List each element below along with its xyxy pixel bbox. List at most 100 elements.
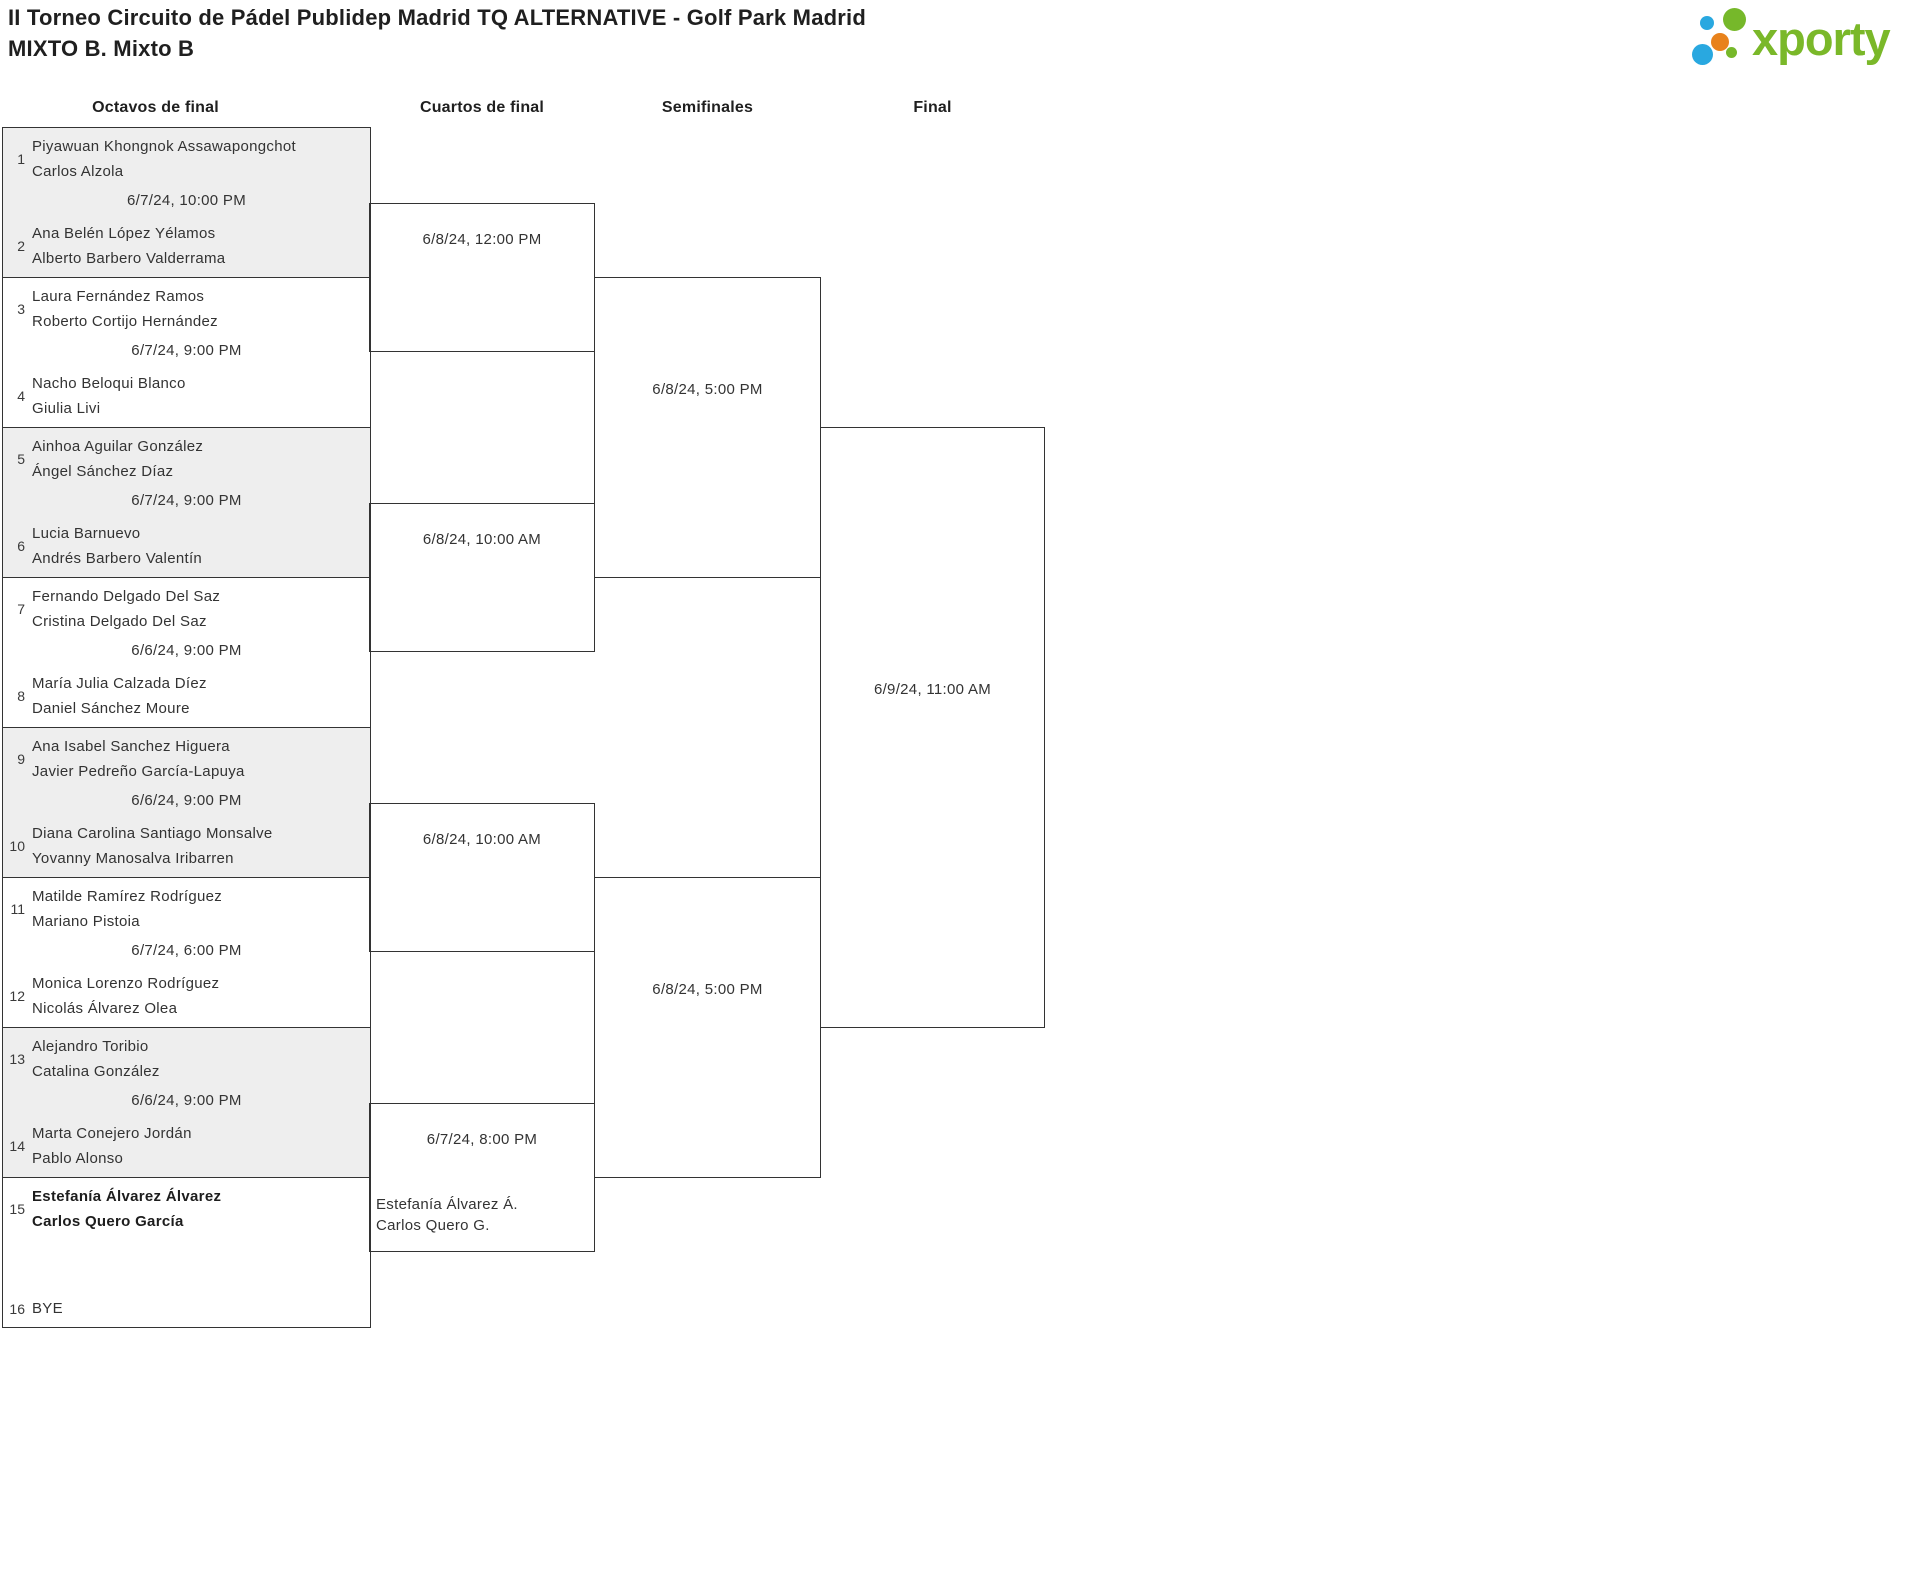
match-qf-2: 6/8/24, 10:00 AM [369, 503, 595, 652]
player-2: Andrés Barbero Valentín [32, 550, 203, 567]
match-datetime: 6/7/24, 6:00 PM [131, 942, 242, 959]
team-entry[interactable]: 16 BYE [3, 1296, 370, 1321]
bye-label: BYE [32, 1300, 63, 1317]
player-1: Estefanía Álvarez Álvarez [32, 1188, 222, 1205]
player-1: Ainhoa Aguilar González [32, 438, 204, 455]
player-2: Nicolás Álvarez Olea [32, 1000, 178, 1017]
player-2: Daniel Sánchez Moure [32, 700, 190, 717]
player-2: Alberto Barbero Valderrama [32, 250, 226, 267]
match-datetime: 6/7/24, 8:00 PM [426, 1131, 538, 1148]
seed-number: 3 [17, 301, 25, 317]
seed-number: 1 [17, 151, 25, 167]
match-datetime: 6/8/24, 12:00 PM [422, 231, 542, 248]
player-1: Ana Belén López Yélamos [32, 225, 216, 242]
match-datetime: 6/7/24, 9:00 PM [131, 492, 242, 509]
seed-number: 16 [9, 1300, 25, 1317]
team-entry[interactable]: Estefanía Álvarez Á. Carlos Quero G. [376, 1194, 518, 1236]
logo-dot-green-small-icon [1726, 47, 1737, 58]
round-header-cuartos: Cuartos de final [419, 99, 545, 116]
player-2: Roberto Cortijo Hernández [32, 313, 218, 330]
player-2: Pablo Alonso [32, 1150, 124, 1167]
match-datetime: 6/7/24, 10:00 PM [126, 192, 247, 209]
player-2: Carlos Quero G. [376, 1217, 490, 1234]
match-datetime: 6/8/24, 10:00 AM [422, 831, 542, 848]
match-sf-2: 6/8/24, 5:00 PM [594, 877, 821, 1178]
player-1: María Julia Calzada Díez [32, 675, 207, 692]
player-1: Matilde Ramírez Rodríguez [32, 888, 223, 905]
match-datetime: 6/8/24, 5:00 PM [652, 381, 763, 398]
round-header-semifinales: Semifinales [661, 99, 754, 116]
match-qf-1: 6/8/24, 12:00 PM [369, 203, 595, 352]
logo-dot-orange-icon [1711, 33, 1729, 51]
player-2: Catalina González [32, 1063, 160, 1080]
seed-number: 12 [9, 988, 25, 1004]
player-1: Piyawuan Khongnok Assawapongchot [32, 138, 296, 155]
player-2: Mariano Pistoia [32, 913, 140, 930]
player-1: Lucia Barnuevo [32, 525, 141, 542]
match-datetime: 6/7/24, 9:00 PM [131, 342, 242, 359]
player-1: Ana Isabel Sanchez Higuera [32, 738, 230, 755]
player-2: Yovanny Manosalva Iribarren [32, 850, 234, 867]
player-1: Monica Lorenzo Rodríguez [32, 975, 220, 992]
match-sf-1: 6/8/24, 5:00 PM [594, 277, 821, 578]
match-datetime: 6/6/24, 9:00 PM [131, 1092, 242, 1109]
seed-number: 5 [17, 451, 25, 467]
seed-number: 11 [10, 901, 25, 917]
seed-number: 10 [9, 838, 25, 854]
round-header-final: Final [913, 99, 952, 116]
page-title: II Torneo Circuito de Pádel Publidep Mad… [8, 2, 866, 64]
player-2: Carlos Quero García [32, 1213, 184, 1230]
tournament-name: II Torneo Circuito de Pádel Publidep Mad… [8, 5, 866, 30]
player-1: Laura Fernández Ramos [32, 288, 205, 305]
player-2: Giulia Livi [32, 400, 101, 417]
match-qf-3: 6/8/24, 10:00 AM [369, 803, 595, 952]
seed-number: 4 [17, 388, 25, 404]
match-datetime: 6/8/24, 10:00 AM [422, 531, 542, 548]
seed-number: 7 [17, 601, 25, 617]
player-1: Diana Carolina Santiago Monsalve [32, 825, 273, 842]
match-datetime: 6/6/24, 9:00 PM [131, 792, 242, 809]
category-name: MIXTO B. Mixto B [8, 36, 195, 61]
seed-number: 9 [17, 751, 25, 767]
logo-dot-green-large-icon [1723, 8, 1746, 31]
player-2: Ángel Sánchez Díaz [32, 463, 174, 480]
logo-wordmark[interactable]: xporty [1752, 12, 1891, 65]
seed-number: 8 [17, 688, 25, 704]
player-1: Fernando Delgado Del Saz [32, 588, 221, 605]
player-1: Alejandro Toribio [32, 1038, 149, 1055]
seed-number: 6 [17, 538, 25, 554]
player-1: Marta Conejero Jordán [32, 1125, 192, 1142]
player-2: Carlos Alzola [32, 163, 124, 180]
player-1: Nacho Beloqui Blanco [32, 375, 186, 392]
seed-number: 2 [17, 238, 25, 254]
player-2: Cristina Delgado Del Saz [32, 613, 207, 630]
match-datetime: 6/9/24, 11:00 AM [873, 681, 992, 698]
round-header-octavos: Octavos de final [92, 99, 219, 116]
player-2: Javier Pedreño García-Lapuya [32, 763, 245, 780]
match-datetime: 6/6/24, 9:00 PM [131, 642, 242, 659]
seed-number: 13 [9, 1051, 25, 1067]
